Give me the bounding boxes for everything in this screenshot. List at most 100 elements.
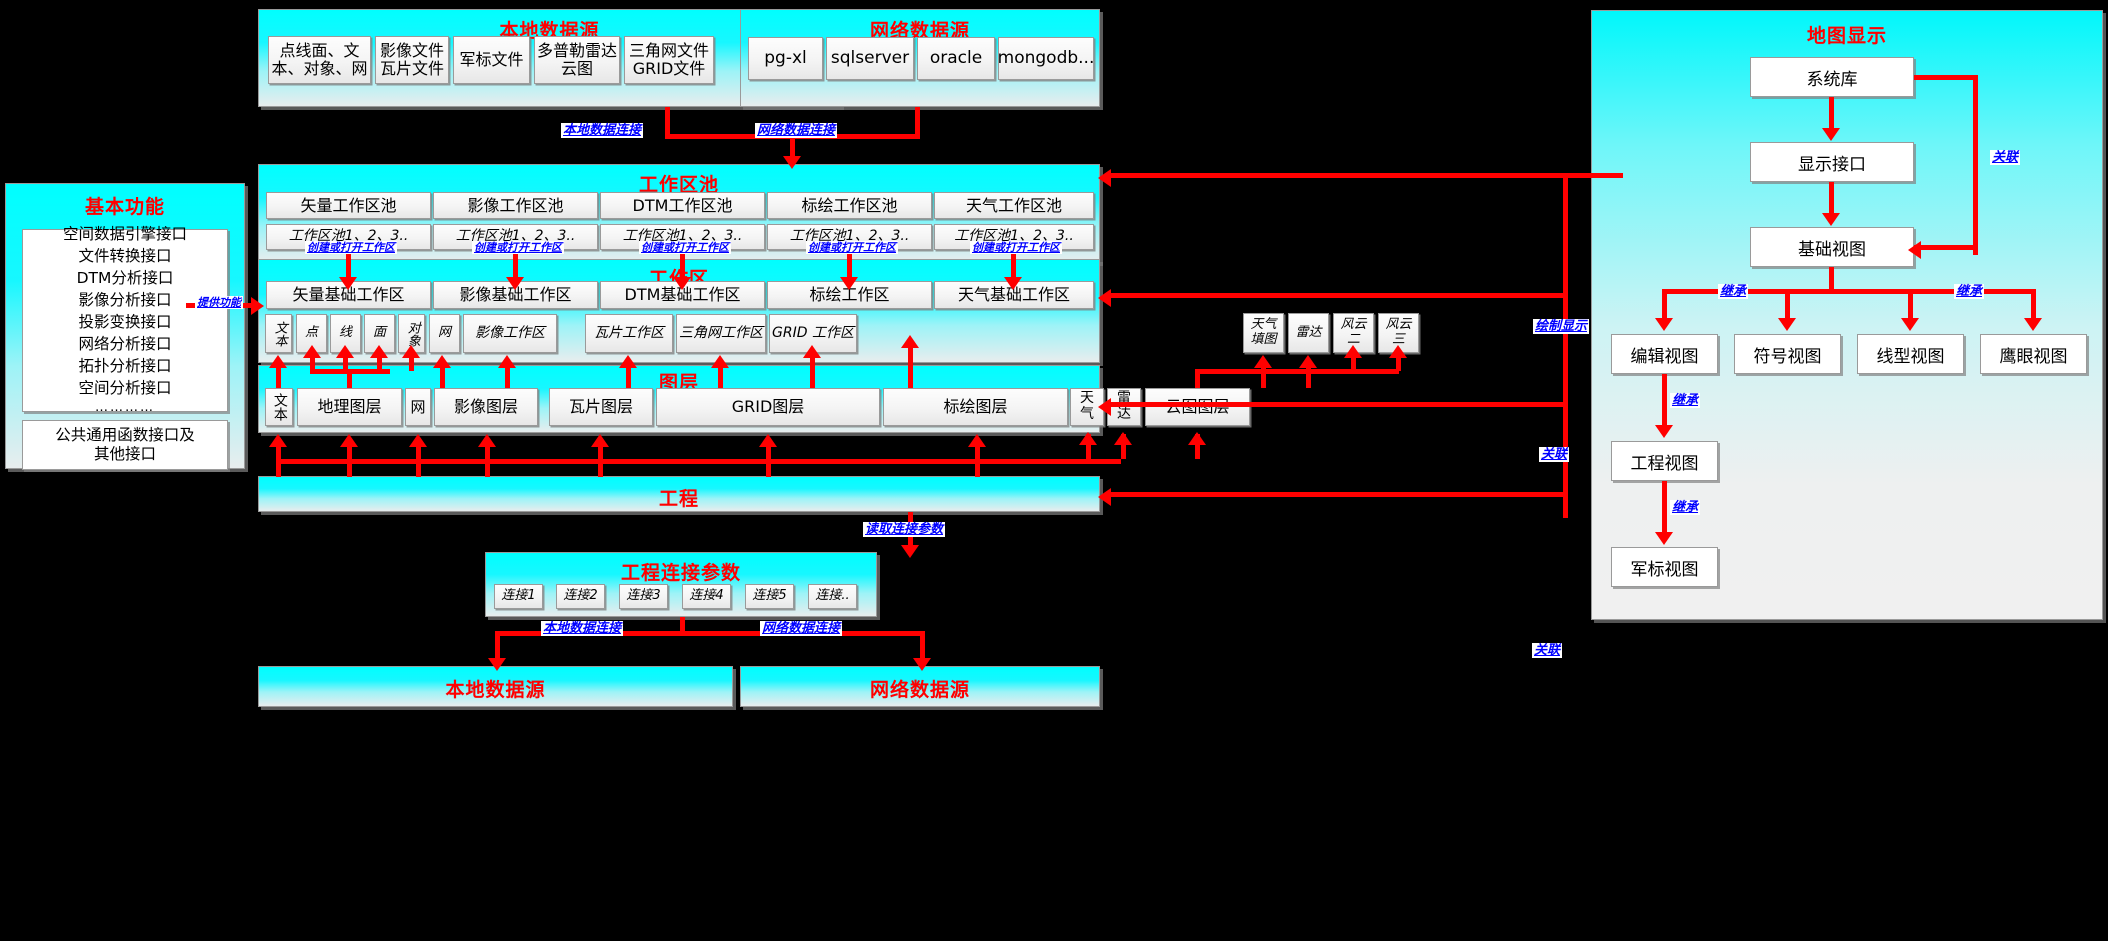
edge-inherit-v1 bbox=[1785, 289, 1790, 321]
node-base-view[interactable]: 基础视图 bbox=[1750, 227, 1914, 267]
net-source-item-oracle[interactable]: oracle bbox=[917, 37, 995, 80]
edge-label-net-conn: 网络数据连接 bbox=[755, 123, 838, 138]
edge-baseview-down bbox=[1829, 267, 1834, 292]
edge-layer-ws-v-grid2 bbox=[810, 366, 815, 388]
edge-label-provide-func: 提供功能 bbox=[195, 296, 243, 309]
pool-col-2[interactable]: DTM工作区池 bbox=[600, 192, 765, 219]
edge-projview-to-milview-arrow bbox=[1655, 532, 1673, 545]
conn-param-6[interactable]: 连接.. bbox=[808, 584, 857, 609]
node-eagle-view[interactable]: 鹰眼视图 bbox=[1980, 334, 2087, 374]
workspace-chip-text[interactable]: 文本 bbox=[265, 314, 292, 353]
edge-layer-ws-v-weather bbox=[1261, 366, 1266, 388]
local-source-item-3[interactable]: 多普勒雷达云图 bbox=[534, 36, 620, 84]
bottom-net-source-panel: 网络数据源 bbox=[740, 666, 1100, 707]
local-source-item-0-label: 点线面、文本、对象、网 bbox=[271, 41, 368, 78]
workspace-chip-tile[interactable]: 瓦片工作区 bbox=[585, 314, 673, 353]
node-display-if[interactable]: 显示接口 bbox=[1750, 142, 1914, 182]
workspace-col-4[interactable]: 天气基础工作区 bbox=[934, 281, 1094, 309]
edge-pool-ws-0 bbox=[346, 250, 351, 282]
pool-col-3[interactable]: 标绘工作区池 bbox=[767, 192, 932, 219]
edge-inherit-v3 bbox=[2031, 289, 2036, 321]
edge-layer-ws-geo-b3 bbox=[377, 355, 382, 371]
node-project-view[interactable]: 工程视图 bbox=[1611, 441, 1718, 481]
workspace-chip-tin[interactable]: 三角网工作区 bbox=[676, 314, 766, 353]
edge-proj-layer-a0 bbox=[269, 434, 287, 447]
layer-chip-image[interactable]: 影像图层 bbox=[434, 388, 538, 426]
layer-chip-text[interactable]: 文本 bbox=[265, 388, 293, 426]
pool-col-0[interactable]: 矢量工作区池 bbox=[266, 192, 431, 219]
edge-draw-to-ws-arrow bbox=[1098, 289, 1111, 307]
edge-layer-ws-v-tile bbox=[626, 366, 631, 388]
edge-inherit-a2 bbox=[1901, 318, 1919, 331]
edge-label-local-conn: 本地数据连接 bbox=[561, 123, 644, 138]
local-source-item-0[interactable]: 点线面、文本、对象、网 bbox=[268, 36, 371, 84]
edge-label-relate-mapdisp: 关联 bbox=[1990, 150, 2021, 165]
layer-chip-geo[interactable]: 地理图层 bbox=[297, 388, 402, 426]
node-edit-view[interactable]: 编辑视图 bbox=[1611, 334, 1718, 374]
edge-layer-ws-v-text bbox=[276, 366, 281, 388]
basic-interface-3: 影像分析接口 bbox=[78, 291, 172, 310]
edge-conn-left-drop bbox=[495, 631, 500, 665]
workspace-chip-fengyun-2-label: 风云二 bbox=[1340, 317, 1367, 347]
edge-proj-layer-a3 bbox=[478, 434, 496, 447]
net-source-item-pg-xl[interactable]: pg-xl bbox=[748, 37, 823, 80]
node-system-lib[interactable]: 系统库 bbox=[1750, 57, 1914, 97]
layer-chip-weather-label: 天气 bbox=[1080, 390, 1094, 422]
workspace-chip-weather-map[interactable]: 天气填图 bbox=[1243, 313, 1284, 353]
workspace-chip-radar[interactable]: 雷达 bbox=[1288, 313, 1329, 353]
node-line-view[interactable]: 线型视图 bbox=[1857, 334, 1964, 374]
edge-proj-layer-bus bbox=[276, 459, 1121, 464]
pool-col-4[interactable]: 天气工作区池 bbox=[934, 192, 1094, 219]
layer-chip-grid[interactable]: GRID图层 bbox=[656, 388, 880, 426]
workspace-chip-net[interactable]: 网 bbox=[429, 314, 460, 353]
conn-param-1[interactable]: 连接1 bbox=[494, 584, 543, 609]
workspace-chip-fengyun-2[interactable]: 风云二 bbox=[1333, 313, 1374, 353]
edge-syslib-to-baseview-h bbox=[1914, 245, 1978, 250]
basic-functions-footer: 公共通用函数接口及其他接口 bbox=[22, 420, 228, 470]
edge-inherit-a0 bbox=[1655, 318, 1673, 331]
basic-interface-0: 空间数据引擎接口 bbox=[62, 225, 187, 244]
edge-mapdisp-stub bbox=[1563, 173, 1623, 178]
bottom-local-source-panel: 本地数据源 bbox=[258, 666, 733, 707]
edge-editview-to-projview bbox=[1662, 374, 1667, 428]
edge-pool-ws-arrow-4 bbox=[1004, 277, 1022, 290]
conn-param-5[interactable]: 连接5 bbox=[745, 584, 794, 609]
edge-layer-ws-a-plot bbox=[901, 335, 919, 348]
basic-interface-7: 空间分析接口 bbox=[78, 379, 172, 398]
local-source-item-2[interactable]: 军标文件 bbox=[453, 36, 530, 84]
edge-displayif-to-baseview-arrow bbox=[1822, 213, 1840, 226]
network-data-source-title: 网络数据源 bbox=[869, 20, 970, 42]
basic-interface-6: 拓扑分析接口 bbox=[78, 357, 172, 376]
edge-draw-to-pool bbox=[1105, 173, 1565, 178]
net-source-item-sqlserver[interactable]: sqlserver bbox=[826, 37, 914, 80]
edge-inherit-a3 bbox=[2024, 318, 2042, 331]
layer-chip-plot[interactable]: 标绘图层 bbox=[883, 388, 1068, 426]
layer-chip-radar[interactable]: 雷达 bbox=[1107, 388, 1141, 426]
workspace-col-1[interactable]: 影像基础工作区 bbox=[433, 281, 598, 309]
edge-label-inherit-left: 继承 bbox=[1718, 284, 1749, 299]
net-source-item-mongodb[interactable]: mongodb... bbox=[998, 37, 1094, 80]
edge-label-inherit-mil: 继承 bbox=[1670, 500, 1701, 515]
conn-param-2[interactable]: 连接2 bbox=[556, 584, 605, 609]
workspace-chip-image[interactable]: 影像工作区 bbox=[463, 314, 557, 353]
conn-param-4[interactable]: 连接4 bbox=[682, 584, 731, 609]
pool-col-1[interactable]: 影像工作区池 bbox=[433, 192, 598, 219]
layer-chip-net[interactable]: 网 bbox=[405, 388, 431, 426]
node-military-view[interactable]: 军标视图 bbox=[1611, 547, 1718, 587]
map-display-panel: 地图显示 bbox=[1591, 10, 2103, 620]
layer-chip-cloud[interactable]: 云图图层 bbox=[1145, 388, 1250, 426]
layer-chip-tile[interactable]: 瓦片图层 bbox=[549, 388, 653, 426]
edge-displayif-to-baseview bbox=[1829, 182, 1834, 216]
local-source-item-1[interactable]: 影像文件瓦片文件 bbox=[375, 36, 449, 84]
pool-sub-1[interactable]: 工作区池1、2、3.. bbox=[433, 224, 598, 250]
pool-sub-4[interactable]: 工作区池1、2、3.. bbox=[934, 224, 1094, 250]
edge-proj-layer-a9 bbox=[1188, 432, 1206, 445]
edge-pool-ws-4 bbox=[1011, 250, 1016, 282]
pool-sub-0[interactable]: 工作区池1、2、3.. bbox=[266, 224, 431, 250]
node-symbol-view[interactable]: 符号视图 bbox=[1734, 334, 1841, 374]
edge-label-relate-ws: 关联 bbox=[1539, 447, 1570, 462]
edge-conn-down bbox=[680, 617, 685, 633]
edge-project-to-conn-arrow bbox=[901, 545, 919, 558]
conn-param-3[interactable]: 连接3 bbox=[619, 584, 668, 609]
